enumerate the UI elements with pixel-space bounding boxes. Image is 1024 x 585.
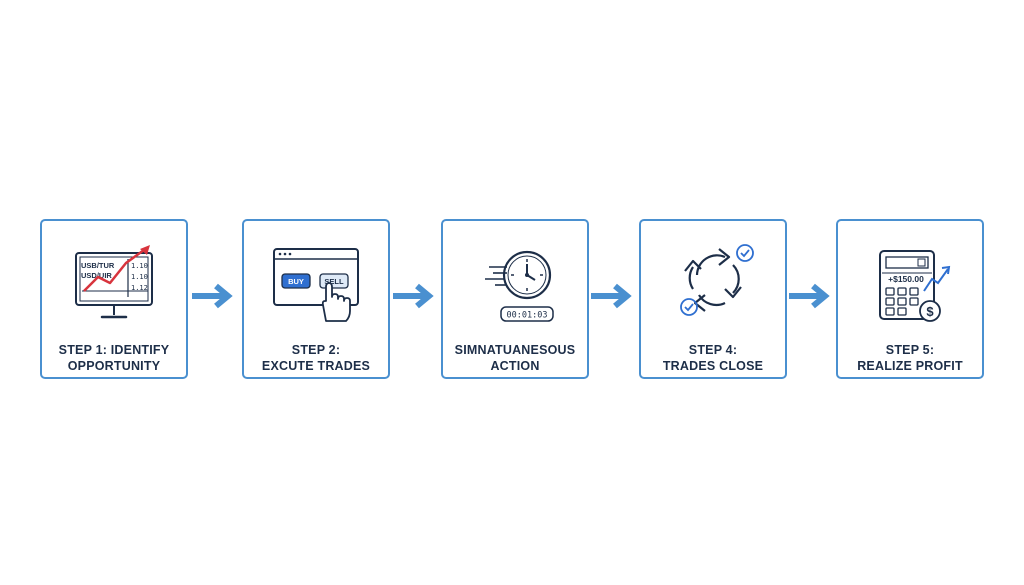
calculator-profit-icon: +$150.00 $ [879,250,951,322]
arrow-right-icon [591,283,632,309]
step-3-label: SIMNATUANESOUS ACTION [447,342,583,374]
step-5-icon-area: +$150.00 $ [838,235,982,347]
arrow-right-icon [393,283,434,309]
step-card-1: USB/TUR USD/UIR 1.10 1.10 1.12 STEP 1: I… [40,219,188,379]
step-4-label-line2: TRADES CLOSE [662,359,764,373]
timer-readout: 00:01:03 [507,311,548,321]
step-5-label-line2: REALIZE PROFIT [857,359,963,373]
step-2-icon-area: BUY SELL [244,235,388,347]
step-4-icon-area [641,235,785,347]
calculator-display: +$150.00 [888,274,924,284]
buy-label: BUY [288,277,304,286]
monitor-chart-icon: USB/TUR USD/UIR 1.10 1.10 1.12 [75,245,153,319]
icon-price-1: 1.10 [131,262,148,270]
check-icon [680,298,698,316]
step-2-label: STEP 2: EXCUTE TRADES [248,342,384,374]
step-1-icon-area: USB/TUR USD/UIR 1.10 1.10 1.12 [42,235,186,347]
browser-trade-buttons-icon: BUY SELL [273,248,359,322]
step-1-label: STEP 1: IDENTIFY OPPORTUNITY [46,342,182,374]
step-card-4: STEP 4: TRADES CLOSE [639,219,787,379]
step-1-label-line1: STEP 1: IDENTIFY [58,343,170,357]
step-card-3: 00:01:03 SIMNATUANESOUS ACTION [441,219,589,379]
step-3-label-line2: ACTION [490,359,540,373]
icon-pair-1: USB/TUR [81,261,115,270]
step-2-label-line2: EXCUTE TRADES [261,359,371,373]
cycle-check-icon [680,244,754,316]
step-card-5: +$150.00 $ STEP 5: REALIZE PROFIT [836,219,984,379]
step-4-label-line1: STEP 4: [688,343,738,357]
step-5-label-line1: STEP 5: [885,343,935,357]
icon-pair-2: USD/UIR [81,271,112,280]
sell-label: SELL [324,277,344,286]
stopwatch-icon: 00:01:03 [485,250,554,322]
step-2-label-line1: STEP 2: [291,343,341,357]
coin-currency: $ [926,304,934,319]
arrow-right-icon [789,283,830,309]
dollar-coin-icon [919,300,941,322]
arrow-right-icon [192,283,233,309]
icon-price-2: 1.10 [131,273,148,281]
step-4-label: STEP 4: TRADES CLOSE [645,342,781,374]
step-3-label-line1: SIMNATUANESOUS [454,343,576,357]
step-3-icon-area: 00:01:03 [443,235,587,347]
step-5-label: STEP 5: REALIZE PROFIT [842,342,978,374]
step-1-label-line2: OPPORTUNITY [67,359,161,373]
step-card-2: BUY SELL STEP 2: EXCUTE TRADES [242,219,390,379]
icon-price-3: 1.12 [131,284,148,292]
check-icon [736,244,754,262]
